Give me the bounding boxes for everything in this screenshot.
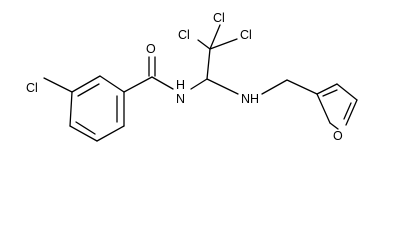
molecule-structure-diagram: Cl O H N Cl Cl Cl NH O — [26, 11, 358, 143]
aryl-carbonyl-bond — [123, 76, 153, 93]
ccl3-left-bond — [197, 39, 211, 50]
furan-ring — [316, 83, 358, 130]
carbonyl-amide-bond — [151, 76, 174, 90]
ch-ccl3-bond — [206, 48, 211, 80]
amide-h-label: H — [176, 78, 185, 92]
aryl-chlorine-bond — [43, 77, 73, 93]
carbonyl-oxygen-label: O — [146, 42, 156, 56]
amine-nh-label: NH — [241, 92, 259, 106]
amide-ch-bond — [190, 78, 208, 90]
ccl3-right-bond — [209, 38, 238, 50]
ccl3-top-bond — [209, 24, 221, 50]
chlorine-top-label: Cl — [213, 11, 225, 25]
furan-oxygen-label: O — [333, 129, 343, 143]
amide-n-label: N — [176, 92, 185, 106]
chlorine-left-label: Cl — [178, 28, 190, 42]
amine-ch2-bond — [261, 79, 288, 95]
chlorine-right-label: Cl — [240, 28, 252, 42]
chlorine-aryl-label: Cl — [26, 81, 38, 95]
ch2-furan-bond — [286, 79, 318, 95]
ch-amine-bond — [206, 78, 239, 95]
benzene-ring — [69, 75, 125, 142]
